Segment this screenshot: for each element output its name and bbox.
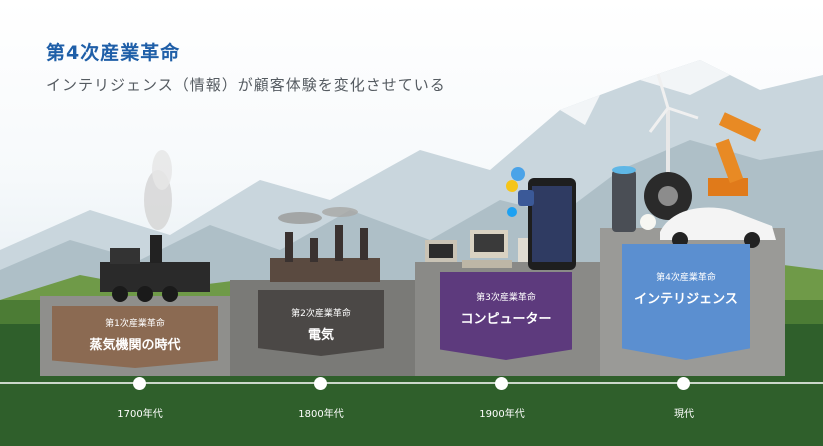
timeline-dot <box>677 377 690 390</box>
stage-panel-4: 第4次産業革命 インテリジェンス <box>622 244 750 360</box>
timeline-dot <box>495 377 508 390</box>
page-title: 第4次産業革命 <box>46 42 181 64</box>
page-subtitle: インテリジェンス（情報）が顧客体験を変化させている <box>46 76 446 94</box>
robot-arm-icon <box>708 112 762 196</box>
timeline-label: 1700年代 <box>117 409 163 420</box>
smart-speaker-icon <box>612 166 636 232</box>
computer-icon <box>425 230 546 268</box>
stage-panel-1: 第1次産業革命 蒸気機関の時代 <box>52 306 218 368</box>
factory-icon <box>270 207 380 282</box>
timeline-label: 現代 <box>674 409 694 420</box>
wind-turbine-icon <box>648 73 699 188</box>
lightbulb-icon <box>640 214 656 230</box>
timeline-label: 1800年代 <box>298 409 344 420</box>
steam-locomotive-icon <box>100 150 210 302</box>
stage-panel-3: 第3次産業革命 コンピューター <box>440 272 572 360</box>
stage-panel-2: 第2次産業革命 電気 <box>258 290 384 356</box>
stage-label-big: 電気 <box>307 328 334 343</box>
snow-cap <box>560 95 600 125</box>
timeline-label: 1900年代 <box>479 409 525 420</box>
timeline-dot <box>314 377 327 390</box>
stage-label-big: 蒸気機関の時代 <box>89 338 181 353</box>
stage-label-small: 第4次産業革命 <box>656 273 716 283</box>
social-icons <box>506 167 534 217</box>
stage-label-big: コンピューター <box>460 312 552 327</box>
stage-label-big: インテリジェンス <box>634 292 738 307</box>
smartphone-icon <box>528 178 576 270</box>
timeline-dot <box>133 377 146 390</box>
stage-label-small: 第2次産業革命 <box>291 309 351 319</box>
stage-label-small: 第3次産業革命 <box>476 293 536 303</box>
stage-label-small: 第1次産業革命 <box>105 319 165 329</box>
